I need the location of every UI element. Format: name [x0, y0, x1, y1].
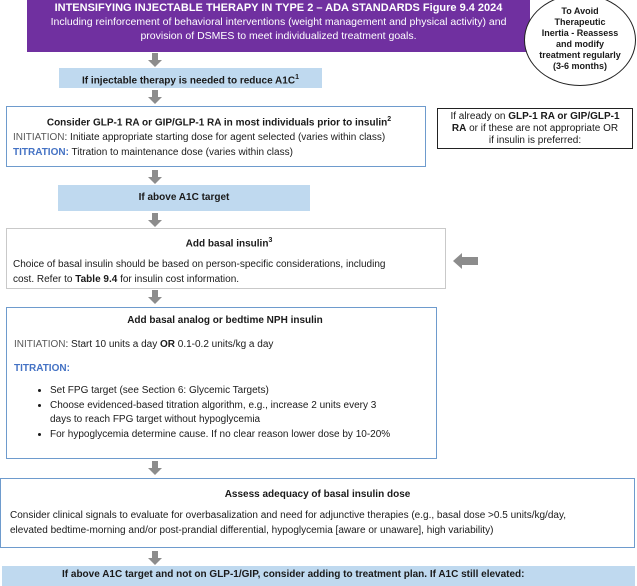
step-glp1-title: Consider GLP-1 RA or GIP/GLP-1 RA in mos… [13, 112, 425, 130]
basal-choice-line2: cost. Refer to Table 9.4 for insulin cos… [13, 272, 445, 287]
basal-choice-text: cost. Refer to [13, 274, 76, 286]
list-item: Choose evidenced-based titration algorit… [50, 399, 436, 428]
side-note-box: If already on GLP-1 RA or GIP/GLP-1 RA o… [437, 108, 633, 149]
down-arrow-icon [148, 461, 162, 475]
step-above-target: If above A1C target [58, 185, 310, 211]
initiation-text: 0.1-0.2 units/kg a day [174, 339, 274, 350]
left-arrow-icon [453, 253, 478, 269]
oval-line: treatment regularly [539, 50, 621, 60]
step-basal-insulin-box: Add basal insulin3 Choice of basal insul… [6, 228, 446, 289]
side-note-bold: RA [451, 123, 467, 134]
footnote-ref: 1 [295, 74, 299, 81]
reassess-oval-note: To Avoid Therapeutic Inertia - Reassess … [524, 0, 636, 86]
side-note-line1: If already on GLP-1 RA or GIP/GLP-1 [438, 111, 632, 123]
titration-text: Titration to maintenance dose (varies wi… [68, 147, 293, 159]
oval-line: and modify [555, 39, 604, 49]
titration-label: TITRATION: [14, 363, 70, 374]
down-arrow-icon [148, 53, 162, 67]
step-glp1-titration: TITRATION: Titration to maintenance dose… [13, 145, 425, 160]
step-add-glp1-cutoff: If above A1C target and not on GLP-1/GIP… [2, 566, 635, 586]
list-item: For hypoglycemia determine cause. If no … [50, 428, 436, 443]
step-basal-analog-initiation: INITIATION: Start 10 units a day OR 0.1-… [14, 338, 436, 352]
step-basal-analog-box: Add basal analog or bedtime NPH insulin … [6, 307, 437, 459]
step-basal-insulin-title: Add basal insulin3 [13, 233, 445, 251]
oval-line: To Avoid [561, 6, 599, 16]
figure-subtitle-line2: provision of DSMES to meet individualize… [140, 30, 417, 42]
down-arrow-icon [148, 170, 162, 184]
initiation-or: OR [159, 339, 175, 350]
initiation-label: INITIATION [14, 339, 66, 350]
step-glp1-initiation: INITIATION: Initiate appropriate startin… [13, 130, 425, 145]
titration-label: TITRATION: [13, 147, 69, 159]
initiation-label: INITIATION [13, 132, 65, 144]
list-item-text: days to reach FPG target without hypogly… [50, 414, 261, 425]
oval-line: Therapeutic [554, 17, 606, 27]
step-assess-adequacy-box: Assess adequacy of basal insulin dose Co… [0, 478, 635, 548]
side-note-bold: GLP-1 RA or GIP/GLP-1 [508, 111, 620, 122]
initiation-text: : Initiate appropriate starting dose for… [64, 132, 386, 144]
basal-choice-text: for insulin cost information. [117, 274, 240, 286]
step-glp1-box: Consider GLP-1 RA or GIP/GLP-1 RA in mos… [6, 106, 426, 167]
side-note-line3: if insulin is preferred: [488, 135, 582, 146]
step-basal-insulin-title-text: Add basal insulin [185, 238, 269, 250]
titration-list: Set FPG target (see Section 6: Glycemic … [14, 384, 436, 442]
header-banner: INTENSIFYING INJECTABLE THERAPY IN TYPE … [27, 0, 530, 52]
assess-line2: elevated bedtime-morning and/or post-pra… [10, 525, 494, 536]
side-note-line2: RA or if these are not appropriate OR [438, 123, 632, 135]
side-note-text: If already on [450, 111, 509, 122]
initiation-text: : Start 10 units a day [65, 339, 160, 350]
down-arrow-icon [148, 213, 162, 227]
step-injectable-needed: If injectable therapy is needed to reduc… [59, 68, 322, 88]
figure-subtitle-line1: Including reinforcement of behavioral in… [50, 16, 507, 28]
step-assess-adequacy-title: Assess adequacy of basal insulin dose [224, 489, 411, 500]
step-basal-analog-title: Add basal analog or bedtime NPH insulin [127, 315, 323, 326]
oval-line: (3-6 months) [553, 61, 607, 71]
step-glp1-title-text: Consider GLP-1 RA or GIP/GLP-1 RA in mos… [46, 117, 388, 129]
step-injectable-needed-text: If injectable therapy is needed to reduc… [82, 75, 296, 87]
table-ref: Table 9.4 [75, 274, 118, 286]
side-note-text: or if these are not appropriate OR [466, 123, 619, 134]
list-item-text: Choose evidenced-based titration algorit… [50, 399, 377, 411]
down-arrow-icon [148, 551, 162, 565]
down-arrow-icon [148, 290, 162, 304]
list-item: Set FPG target (see Section 6: Glycemic … [50, 384, 436, 399]
footnote-ref: 2 [387, 116, 392, 123]
basal-choice-line1: Choice of basal insulin should be based … [13, 259, 386, 271]
footnote-ref: 3 [268, 237, 273, 244]
figure-title: INTENSIFYING INJECTABLE THERAPY IN TYPE … [54, 2, 503, 14]
down-arrow-icon [148, 90, 162, 104]
assess-line1: Consider clinical signals to evaluate fo… [10, 510, 566, 521]
oval-line: Inertia - Reassess [541, 28, 619, 38]
